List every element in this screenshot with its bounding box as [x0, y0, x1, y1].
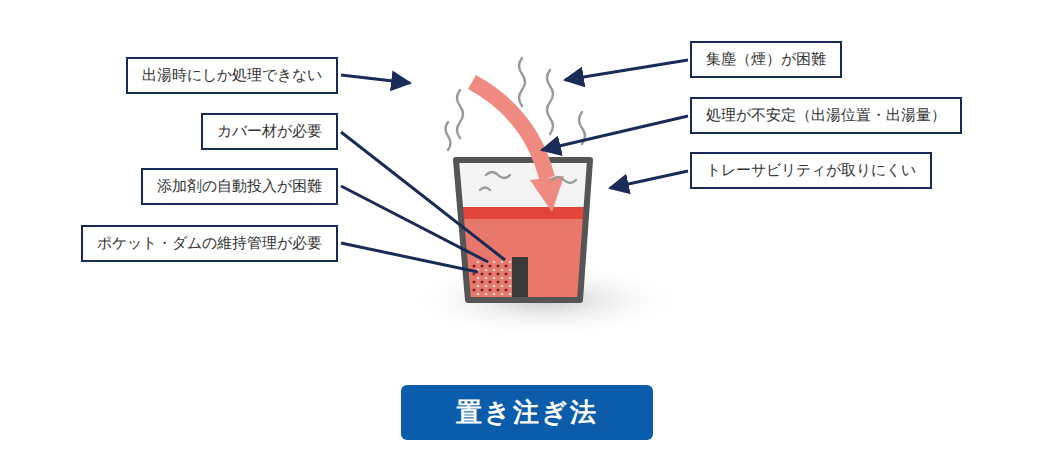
pour-head: [530, 176, 564, 212]
callout-box: 集塵（煙）が困難: [690, 41, 842, 78]
callout-text: カバー材が必要: [217, 122, 322, 141]
callout-box: ポケット・ダムの維持管理が必要: [81, 225, 338, 262]
pour-stream: [472, 82, 547, 178]
pocket-additive: [472, 260, 514, 296]
callout-text: 出湯時にしか処理できない: [142, 66, 322, 85]
callout-text: 処理が不安定（出湯位置・出湯量）: [706, 106, 946, 125]
callout-box: 添加剤の自動投入が困難: [141, 168, 338, 205]
callout-text: 添加剤の自動投入が困難: [157, 177, 322, 196]
ladle-wall: [456, 160, 590, 300]
callout-box: 処理が不安定（出湯位置・出湯量）: [690, 97, 962, 134]
method-title: 置き注ぎ法: [401, 385, 653, 440]
callout-text: トレーサビリティが取りにくい: [706, 161, 916, 180]
callout-box: トレーサビリティが取りにくい: [690, 152, 932, 189]
molten-metal: [460, 210, 587, 297]
callout-text: ポケット・ダムの維持管理が必要: [97, 234, 322, 253]
leader-lines: [341, 60, 688, 272]
dam: [512, 257, 528, 297]
ladle-inner: [456, 160, 590, 298]
smoke: [446, 58, 586, 190]
callout-box: 出湯時にしか処理できない: [126, 57, 338, 94]
metal-surface: [460, 207, 587, 219]
callout-text: 集塵（煙）が困難: [706, 50, 826, 69]
callout-box: カバー材が必要: [201, 113, 338, 150]
title-text: 置き注ぎ法: [456, 395, 598, 430]
